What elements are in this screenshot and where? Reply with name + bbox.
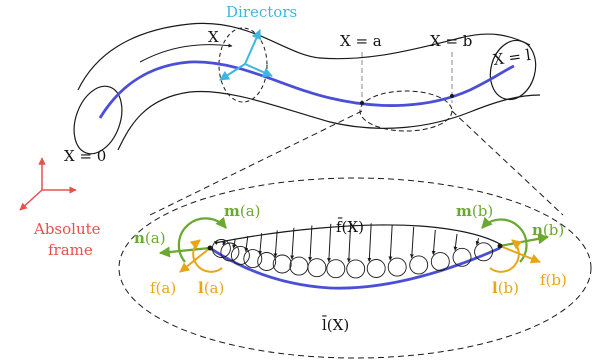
- couple-b-arg: (b): [498, 279, 519, 297]
- couple-a-arg: (a): [204, 279, 225, 297]
- rod-end-cap-left: [73, 85, 123, 155]
- moment-a-arg: (a): [240, 202, 261, 220]
- dist-couple-loop: [452, 247, 472, 267]
- dist-couple-loop: [243, 249, 263, 269]
- director-1-arrow: [244, 29, 261, 65]
- normal-b-symbol: n: [532, 221, 543, 239]
- dist-force-label: f̄(X): [336, 218, 364, 236]
- rod-centerline: [98, 60, 515, 119]
- x-l-label: X = l: [492, 46, 532, 69]
- dist-couple-loop: [272, 254, 292, 274]
- dist-couple-loop: [366, 259, 386, 278]
- dist-force-vector: [431, 229, 436, 255]
- force-a-label: f(a): [150, 279, 176, 297]
- normal-b-arrow: [499, 233, 550, 248]
- dist-couple-loop: [409, 255, 429, 275]
- couple-a-symbol: l: [198, 279, 204, 297]
- x-0-label: X = 0: [64, 147, 106, 165]
- dist-force-vector: [326, 223, 332, 263]
- rod-outline-bottom: [117, 90, 541, 151]
- zoom-region-ellipse: [359, 90, 453, 132]
- couple-b-label: l(b): [492, 279, 519, 297]
- dist-force-vector: [388, 224, 393, 261]
- dist-force-vector: [453, 233, 458, 251]
- dist-force-vector: [475, 238, 480, 246]
- dist-force-profile: [214, 224, 501, 245]
- dist-force-vector: [409, 226, 415, 259]
- absolute-frame-label-line2: frame: [48, 241, 93, 259]
- point-a-marker: [360, 101, 364, 105]
- normal-b-label: n(b): [532, 221, 564, 239]
- absolute-frame: Absolute frame: [19, 157, 101, 259]
- distributed-load-vectors: [211, 223, 494, 279]
- moment-a-arc: [177, 216, 227, 263]
- x-label: X: [208, 28, 219, 46]
- couple-a-label: l(a): [198, 279, 224, 297]
- dist-couple-loop: [430, 252, 450, 272]
- director-2-arrow: [219, 63, 246, 81]
- dist-force-vector: [258, 233, 263, 255]
- moment-b-arc: [481, 216, 528, 263]
- rod-end-cap-right: [489, 39, 537, 101]
- moment-b-label: m(b): [456, 202, 493, 220]
- normal-a-arrow: [158, 246, 211, 258]
- couple-b-arc: [489, 239, 523, 273]
- dist-force-vector: [290, 227, 295, 260]
- dist-force-vector: [232, 238, 237, 249]
- rod: Directors X X = a X = b X = l X = 0: [64, 3, 541, 165]
- dist-couple-loop: [307, 258, 327, 278]
- dist-couple-label: l̄(X): [322, 316, 349, 334]
- normal-a-label: n(a): [134, 229, 166, 247]
- frame-axis-depth: [19, 189, 43, 211]
- cross-section-x: [218, 27, 268, 103]
- moment-a-label: m(a): [224, 202, 261, 220]
- normal-a-arg: (a): [145, 229, 166, 247]
- zoom-connector-right: [451, 110, 564, 216]
- zoomed-segment: m(a) n(a) f(a) l(a) m(b) n(b) f(b) l(b) …: [134, 202, 567, 334]
- dist-couple-loop: [326, 259, 346, 279]
- force-a-arrow: [179, 247, 211, 273]
- normal-b-arg: (b): [543, 221, 564, 239]
- moment-b-symbol: m: [456, 202, 472, 220]
- x-b-label: X = b: [430, 32, 472, 50]
- dist-couple-loop: [230, 245, 250, 265]
- dist-couple-loop: [257, 252, 277, 271]
- couple-a-arc: [189, 239, 223, 273]
- dist-force-vector: [367, 223, 372, 262]
- segment-end-a: [207, 245, 213, 251]
- rod-outline-top: [77, 22, 531, 91]
- directors-label: Directors: [226, 3, 297, 21]
- point-b-marker: [450, 94, 454, 98]
- dist-force-vector: [346, 223, 352, 263]
- zoom-detail-ellipse: [118, 177, 592, 359]
- segment-end-b: [497, 243, 503, 249]
- force-b-arrow: [499, 245, 541, 264]
- couple-b-symbol: l: [492, 279, 498, 297]
- dist-couple-loop: [289, 256, 309, 276]
- arc-length-arrow: [139, 43, 233, 63]
- dist-couple-loop: [346, 259, 366, 279]
- segment-centerline: [209, 246, 501, 290]
- normal-a-symbol: n: [134, 229, 145, 247]
- dist-couple-loop: [387, 257, 407, 277]
- dist-force-vector: [222, 240, 227, 246]
- directors-triad: [219, 29, 273, 81]
- zoom-connector-left: [149, 110, 363, 216]
- dist-couple-loop: [474, 242, 494, 262]
- absolute-frame-label-line1: Absolute: [33, 220, 101, 238]
- moment-a-symbol: m: [224, 202, 240, 220]
- director-3-arrow: [244, 63, 273, 77]
- x-a-label: X = a: [340, 32, 382, 50]
- dist-couple-loop: [220, 242, 240, 262]
- moment-b-arg: (b): [472, 202, 493, 220]
- force-b-label: f(b): [540, 271, 567, 289]
- dist-force-vector: [244, 235, 249, 252]
- dist-force-vector: [308, 225, 313, 262]
- dist-force-vector: [273, 230, 278, 258]
